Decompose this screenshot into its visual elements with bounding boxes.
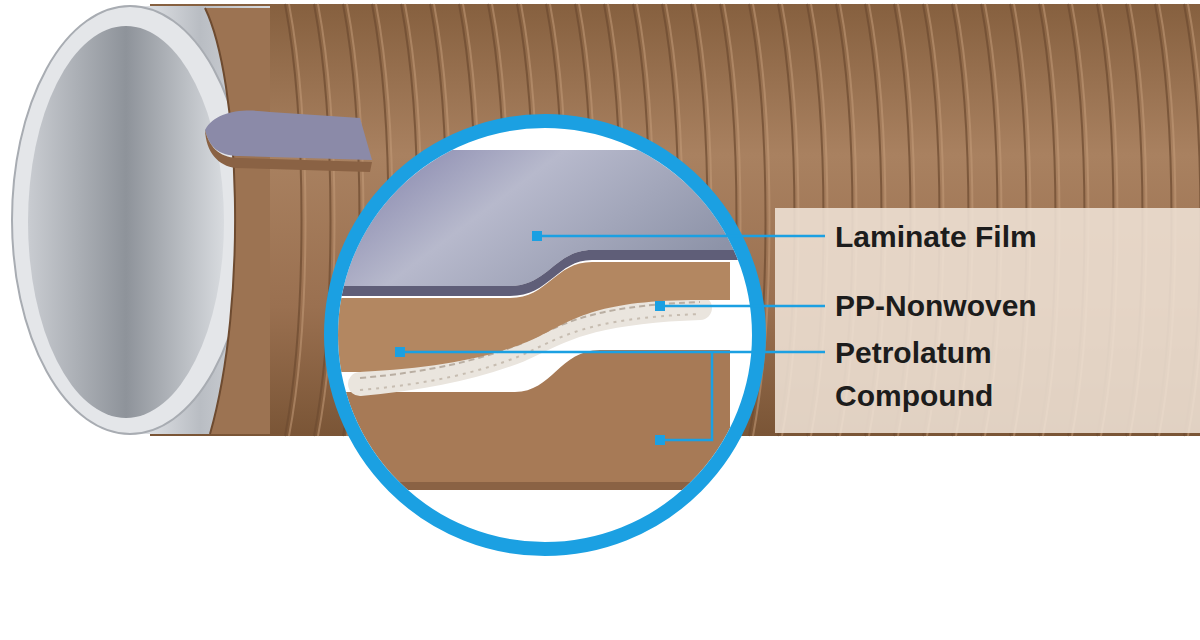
film-edge [330,250,780,296]
leader-lines [400,236,825,440]
leader-dot [655,301,665,311]
part-label: Petrolatum Compound [835,331,1085,417]
part-label: PP-Nonwoven [835,284,1037,327]
part-label: Laminate Film [835,215,1037,258]
compound-flap [205,130,372,172]
tape-overlap-highlight [289,4,306,436]
tape-edge [205,8,270,434]
leader-bracket [660,352,712,440]
leader-line [537,235,825,238]
pipe-end-rim [12,6,248,434]
leader-dots [395,231,665,445]
label-panel [775,208,1200,433]
leader-dot [395,347,405,357]
detail-circle [331,121,759,549]
leader-dot [655,435,665,445]
film-flap [205,111,372,160]
leader-line [400,351,825,354]
pipe-bore [28,26,224,418]
leader-dot [532,231,542,241]
tape-edge-line [205,8,235,434]
leader-line [660,305,825,308]
